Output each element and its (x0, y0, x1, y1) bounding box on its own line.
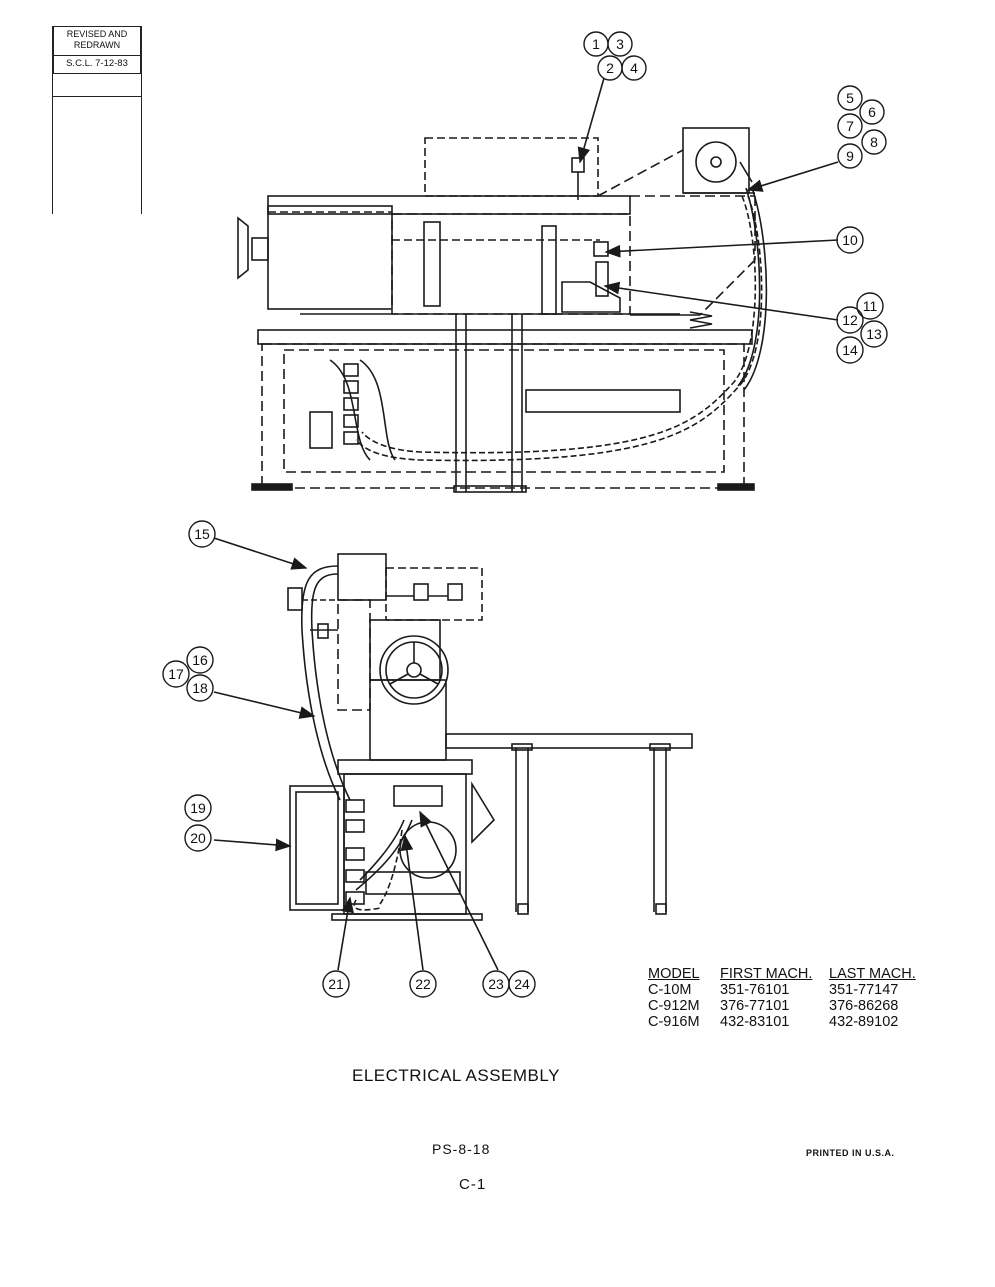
callout-7: 7 (837, 113, 863, 139)
end-elevation-view (287, 553, 693, 921)
last-mach-row-2: 376-86268 (829, 998, 899, 1014)
callout-4: 4 (621, 55, 647, 81)
last-mach-row-3: 432-89102 (829, 1014, 899, 1030)
last-mach-header: LAST MACH. (829, 966, 916, 982)
sheet-number: C-1 (459, 1176, 487, 1193)
svg-text:3: 3 (616, 36, 624, 52)
callout-24: 24 (508, 970, 536, 998)
callout-12: 12 (836, 306, 864, 334)
leader-arrows (213, 77, 839, 971)
last-mach-column: LAST MACH. 351-77147 376-86268 432-89102 (829, 966, 916, 1030)
svg-text:7: 7 (846, 118, 854, 134)
callout-8: 8 (861, 129, 887, 155)
callout-10: 10 (836, 226, 864, 254)
svg-text:13: 13 (866, 326, 882, 342)
callout-17: 17 (162, 660, 190, 688)
model-column: MODEL C-10M C-912M C-916M (648, 966, 700, 1030)
revision-blank (53, 74, 141, 97)
svg-text:16: 16 (192, 652, 208, 668)
svg-text:11: 11 (863, 298, 878, 314)
svg-text:10: 10 (842, 232, 858, 248)
callout-2: 2 (597, 55, 623, 81)
first-mach-row-2: 376-77101 (720, 998, 790, 1014)
svg-text:24: 24 (514, 976, 530, 992)
svg-text:17: 17 (168, 666, 184, 682)
first-mach-column: FIRST MACH. 351-76101 376-77101 432-8310… (720, 966, 812, 1030)
svg-text:14: 14 (842, 342, 858, 358)
svg-text:1: 1 (592, 36, 600, 52)
callout-9: 9 (837, 143, 863, 169)
last-mach-row-1: 351-77147 (829, 982, 899, 998)
svg-text:19: 19 (190, 800, 206, 816)
callout-5: 5 (837, 85, 863, 111)
callout-1: 1 (583, 31, 609, 57)
callout-22: 22 (409, 970, 437, 998)
first-mach-header: FIRST MACH. (720, 966, 813, 982)
model-row-1: C-10M (648, 982, 692, 998)
side-elevation-view (237, 127, 768, 493)
page-number: PS-8-18 (432, 1141, 491, 1157)
model-row-2: C-912M (648, 998, 700, 1014)
svg-text:23: 23 (488, 976, 504, 992)
callout-20: 20 (184, 824, 212, 852)
svg-text:21: 21 (328, 976, 344, 992)
conduit-fittings (343, 363, 359, 445)
callout-3: 3 (607, 31, 633, 57)
svg-text:20: 20 (190, 830, 206, 846)
printed-in-usa: PRINTED IN U.S.A. (806, 1148, 895, 1158)
callout-15: 15 (188, 520, 216, 548)
svg-text:12: 12 (842, 312, 858, 328)
svg-text:2: 2 (606, 60, 614, 76)
svg-text:15: 15 (194, 526, 210, 542)
callout-23: 23 (482, 970, 510, 998)
revision-line1: REVISED AND (66, 29, 128, 39)
model-header: MODEL (648, 966, 700, 982)
first-mach-row-3: 432-83101 (720, 1014, 790, 1030)
first-mach-row-1: 351-76101 (720, 982, 790, 998)
callout-14: 14 (836, 336, 864, 364)
revision-line2: REDRAWN (73, 40, 121, 50)
drawing-title: ELECTRICAL ASSEMBLY (352, 1066, 560, 1085)
callout-13: 13 (860, 320, 888, 348)
callout-19: 19 (184, 794, 212, 822)
svg-text:5: 5 (846, 90, 854, 106)
callout-6: 6 (859, 99, 885, 125)
svg-text:18: 18 (192, 680, 208, 696)
svg-text:8: 8 (870, 134, 878, 150)
revision-signoff: S.C.L. 7-12-83 (53, 56, 141, 74)
callout-bubbles: 1 3 2 4 5 6 7 8 9 10 11 12 13 14 15 16 1… (162, 31, 888, 998)
callout-16: 16 (186, 646, 214, 674)
callout-18: 18 (186, 674, 214, 702)
model-row-3: C-916M (648, 1014, 700, 1030)
revision-note: REVISED AND REDRAWN (53, 26, 141, 56)
svg-text:9: 9 (846, 148, 854, 164)
svg-text:6: 6 (868, 104, 876, 120)
callout-11: 11 (856, 292, 884, 320)
svg-text:4: 4 (630, 60, 638, 76)
svg-text:22: 22 (415, 976, 431, 992)
revision-box: REVISED AND REDRAWN S.C.L. 7-12-83 (52, 26, 142, 214)
callout-21: 21 (322, 970, 350, 998)
